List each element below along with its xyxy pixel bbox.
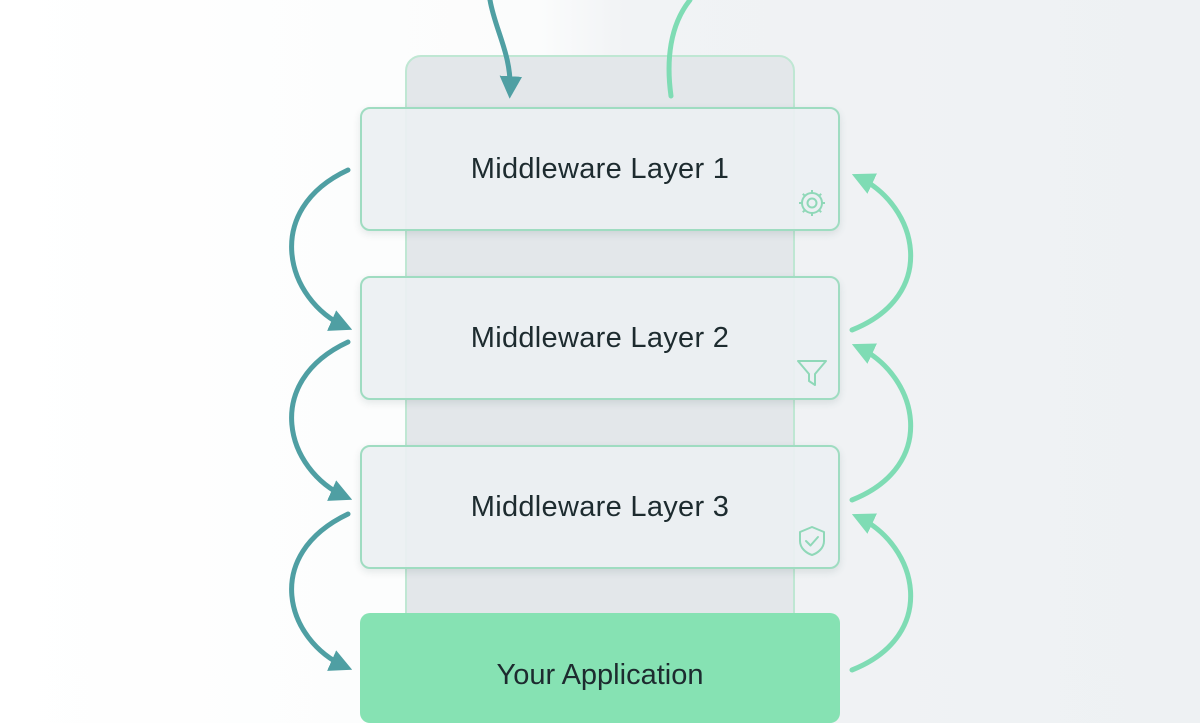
funnel-icon <box>797 360 827 386</box>
gear-icon <box>799 190 825 216</box>
response-arrow-app-to-3 <box>849 513 913 673</box>
middleware-layer-2[interactable]: Middleware Layer 2 <box>360 276 840 400</box>
layer-3-label: Middleware Layer 3 <box>470 490 730 523</box>
response-arrow-2-to-1 <box>849 173 913 333</box>
incoming-request-arrow <box>487 0 523 99</box>
layer-1-label: Middleware Layer 1 <box>470 152 730 185</box>
request-arrow-1-to-2 <box>289 167 353 331</box>
layer-2-label: Middleware Layer 2 <box>470 321 730 354</box>
shield-check-icon <box>799 526 825 556</box>
flow-arrows <box>289 0 913 673</box>
middleware-layer-1[interactable]: Middleware Layer 1 <box>360 107 840 231</box>
outgoing-response-arrow <box>666 0 693 99</box>
response-arrow-3-to-2 <box>849 343 913 503</box>
request-arrow-3-to-app <box>289 511 353 671</box>
request-arrow-2-to-3 <box>289 339 353 501</box>
middleware-layer-3[interactable]: Middleware Layer 3 <box>360 445 840 569</box>
